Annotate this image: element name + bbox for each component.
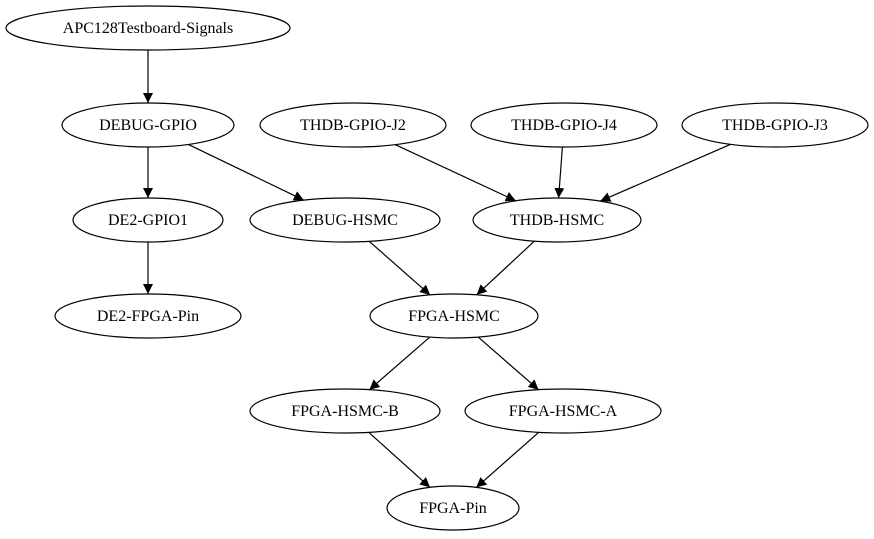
node-ellipse bbox=[259, 102, 447, 148]
node-debug-gpio[interactable]: DEBUG-GPIO bbox=[61, 102, 235, 148]
node-label: DEBUG-HSMC bbox=[292, 212, 398, 229]
node-ellipse bbox=[249, 388, 441, 434]
edge-thdb_hsmc-fpga_hsmc bbox=[476, 230, 546, 296]
node-ellipse bbox=[464, 388, 662, 434]
edges-layer bbox=[143, 40, 742, 488]
nodes-layer: APC128Testboard-Signals DEBUG-GPIO THDB-… bbox=[5, 5, 869, 531]
node-ellipse bbox=[61, 102, 235, 148]
node-ellipse bbox=[472, 197, 642, 243]
node-thdb-hsmc[interactable]: THDB-HSMC bbox=[472, 197, 642, 243]
node-de2-fpga-pin[interactable]: DE2-FPGA-Pin bbox=[54, 293, 242, 339]
node-fpga-pin[interactable]: FPGA-Pin bbox=[386, 485, 520, 531]
node-ellipse bbox=[72, 197, 224, 243]
node-label: FPGA-HSMC-B bbox=[291, 403, 399, 420]
node-label: FPGA-Pin bbox=[419, 500, 487, 517]
node-label: FPGA-HSMC bbox=[408, 308, 500, 325]
node-fpga-hsmc[interactable]: FPGA-HSMC bbox=[369, 293, 539, 339]
edge-thdb_gpio_j2-thdb_hsmc bbox=[383, 135, 517, 202]
node-debug-hsmc[interactable]: DEBUG-HSMC bbox=[249, 197, 441, 243]
edge-fpga_hsmc_b-fpga_pin bbox=[357, 421, 431, 488]
node-label: THDB-GPIO-J2 bbox=[300, 117, 406, 134]
edge-fpga_hsmc-fpga_hsmc_a bbox=[467, 326, 539, 391]
node-apc128testboard-signals[interactable]: APC128Testboard-Signals bbox=[5, 5, 291, 51]
node-ellipse bbox=[54, 293, 242, 339]
node-de2-gpio1[interactable]: DE2-GPIO1 bbox=[72, 197, 224, 243]
node-ellipse bbox=[249, 197, 441, 243]
node-label: DE2-FPGA-Pin bbox=[97, 308, 199, 325]
node-thdb-gpio-j3[interactable]: THDB-GPIO-J3 bbox=[681, 102, 869, 148]
edge-fpga_hsmc-fpga_hsmc_b bbox=[369, 326, 441, 391]
node-fpga-hsmc-a[interactable]: FPGA-HSMC-A bbox=[464, 388, 662, 434]
node-ellipse bbox=[681, 102, 869, 148]
node-ellipse bbox=[470, 102, 658, 148]
node-label: FPGA-HSMC-A bbox=[509, 403, 618, 420]
edge-fpga_hsmc_a-fpga_pin bbox=[475, 421, 550, 488]
node-label: THDB-HSMC bbox=[510, 212, 604, 229]
node-label: THDB-GPIO-J4 bbox=[511, 117, 617, 134]
edge-thdb_gpio_j4-thdb_hsmc bbox=[554, 136, 569, 199]
node-label: DEBUG-GPIO bbox=[99, 117, 197, 134]
node-thdb-gpio-j4[interactable]: THDB-GPIO-J4 bbox=[470, 102, 658, 148]
edge-debug_hsmc-fpga_hsmc bbox=[358, 230, 431, 296]
node-label: APC128Testboard-Signals bbox=[63, 20, 233, 37]
node-ellipse bbox=[5, 5, 291, 51]
node-label: DE2-GPIO1 bbox=[108, 212, 188, 229]
node-ellipse bbox=[386, 485, 520, 531]
edge-thdb_gpio_j3-thdb_hsmc bbox=[600, 135, 742, 202]
node-fpga-hsmc-b[interactable]: FPGA-HSMC-B bbox=[249, 388, 441, 434]
node-label: THDB-GPIO-J3 bbox=[722, 117, 828, 134]
edge-debug_gpio-debug_hsmc bbox=[177, 135, 305, 201]
node-thdb-gpio-j2[interactable]: THDB-GPIO-J2 bbox=[259, 102, 447, 148]
node-ellipse bbox=[369, 293, 539, 339]
